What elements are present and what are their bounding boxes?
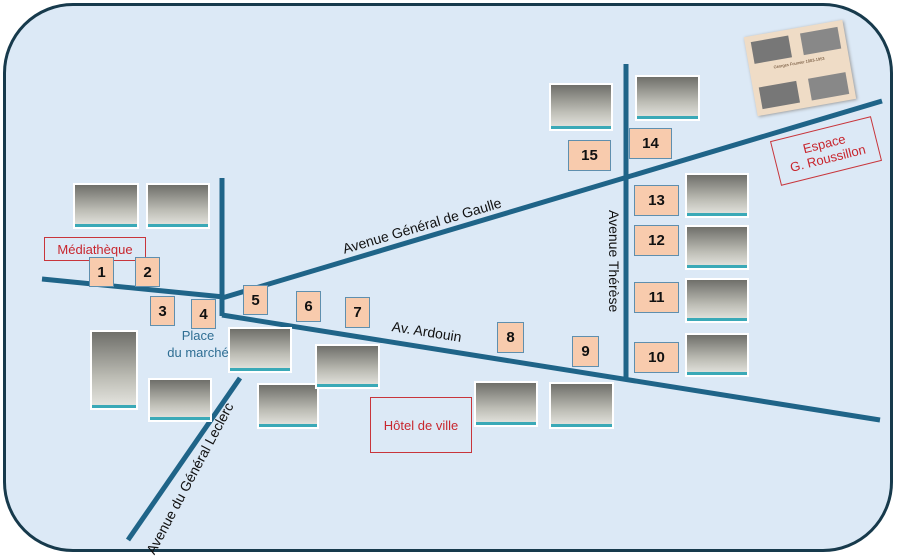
photo <box>474 381 538 427</box>
marker-6[interactable]: 6 <box>296 291 321 322</box>
marker-9[interactable]: 9 <box>572 336 599 367</box>
marker-7[interactable]: 7 <box>345 297 370 328</box>
road-leclerc <box>125 376 243 542</box>
photo <box>315 344 380 389</box>
photo <box>549 83 613 131</box>
photo <box>685 278 749 323</box>
road-ardouin <box>221 312 881 423</box>
marker-12[interactable]: 12 <box>634 225 679 256</box>
road-label-therese: Avenue Thérèse <box>606 210 622 313</box>
marker-13[interactable]: 13 <box>634 185 679 216</box>
photo <box>685 225 749 270</box>
photo <box>90 330 138 410</box>
photo <box>685 333 749 377</box>
hotel-de-ville-label: Hôtel de ville <box>370 397 472 453</box>
photo <box>148 378 212 422</box>
place-line2: du marché <box>167 345 229 360</box>
photo <box>549 382 614 429</box>
photo <box>228 327 292 373</box>
photo <box>685 173 749 218</box>
photo <box>73 183 139 229</box>
photo <box>257 383 319 429</box>
place-du-marche-label: Place du marché <box>158 327 238 361</box>
photo <box>635 75 700 121</box>
marker-15[interactable]: 15 <box>568 140 611 171</box>
marker-5[interactable]: 5 <box>243 285 268 315</box>
marker-11[interactable]: 11 <box>634 282 679 313</box>
marker-8[interactable]: 8 <box>497 322 524 353</box>
marker-2[interactable]: 2 <box>135 257 160 287</box>
road-gaulle <box>221 98 883 301</box>
marker-10[interactable]: 10 <box>634 342 679 373</box>
place-line1: Place <box>181 328 215 343</box>
marker-14[interactable]: 14 <box>629 128 672 159</box>
exhibition-poster: Georges Fournier 1883-1953 <box>743 19 857 117</box>
road-west <box>41 276 225 300</box>
photo <box>146 183 210 229</box>
marker-1[interactable]: 1 <box>89 257 114 287</box>
marker-3[interactable]: 3 <box>150 296 175 326</box>
marker-4[interactable]: 4 <box>191 299 216 329</box>
